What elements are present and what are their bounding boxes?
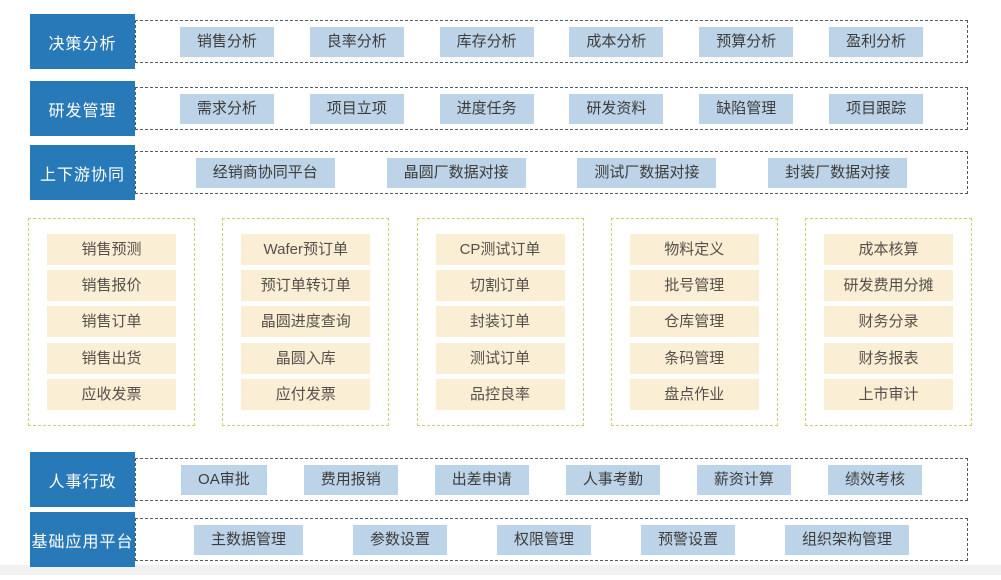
module-chip: 盈利分析 [829,26,924,57]
module-chip: 薪资计算 [696,464,791,495]
module-chip: 库存分析 [439,26,534,57]
module-chip: 参数设置 [352,524,447,555]
module-chip: 预订单转订单 [241,270,371,302]
module-chip: 缺陷管理 [699,93,794,124]
module-chip: 预算分析 [699,26,794,57]
module-column-wafer: Wafer预订单 预订单转订单 晶圆进度查询 晶圆入库 应付发票 [222,218,390,426]
module-chip: 财务分录 [824,306,953,338]
module-chip: 销售预测 [47,234,176,266]
module-chip: 主数据管理 [193,524,303,555]
module-chip: 销售出货 [47,342,176,374]
module-column-sales: 销售预测 销售报价 销售订单 销售出货 应收发票 [28,218,195,426]
module-chip: 品控良率 [435,378,565,410]
module-chip: 仓库管理 [629,306,759,338]
module-column-finance: 成本核算 研发费用分摊 财务分录 财务报表 上市审计 [805,218,972,426]
module-column-orders: CP测试订单 切割订单 封装订单 测试订单 品控良率 [416,218,584,426]
module-matrix: 销售预测 销售报价 销售订单 销售出货 应收发票 Wafer预订单 预订单转订单… [28,218,972,426]
module-chip: 封装厂数据对接 [768,157,908,188]
module-chip: 需求分析 [179,93,274,124]
module-chip: 销售报价 [47,270,176,302]
module-column-materials: 物料定义 批号管理 仓库管理 条码管理 盘点作业 [610,218,778,426]
module-chip: 封装订单 [435,306,565,338]
module-chip: 财务报表 [824,342,953,374]
band-box: OA审批 费用报销 出差申请 人事考勤 薪资计算 绩效考核 [135,458,968,501]
module-chip: CP测试订单 [435,234,565,266]
module-chip: 上市审计 [824,378,953,410]
module-chip: 权限管理 [496,524,591,555]
module-chip: 条码管理 [629,342,759,374]
module-chip: 经销商协同平台 [195,157,335,188]
band-supply-chain-collab: 上下游协同 经销商协同平台 晶圆厂数据对接 测试厂数据对接 封装厂数据对接 [30,145,968,200]
module-chip: OA审批 [181,464,267,495]
band-box: 销售分析 良率分析 库存分析 成本分析 预算分析 盈利分析 [135,20,968,63]
band-label-base-platform: 基础应用平台 [30,512,135,567]
band-box: 需求分析 项目立项 进度任务 研发资料 缺陷管理 项目跟踪 [135,87,968,130]
module-chip: 切割订单 [435,270,565,302]
band-hr-admin: 人事行政 OA审批 费用报销 出差申请 人事考勤 薪资计算 绩效考核 [30,452,968,507]
module-chip: 销售订单 [47,306,176,338]
band-box: 经销商协同平台 晶圆厂数据对接 测试厂数据对接 封装厂数据对接 [135,151,968,194]
module-chip: 应付发票 [241,378,371,410]
band-decision-analysis: 决策分析 销售分析 良率分析 库存分析 成本分析 预算分析 盈利分析 [30,14,968,69]
band-label-hr-admin: 人事行政 [30,452,135,507]
module-chip: 项目跟踪 [829,93,924,124]
module-chip: 晶圆进度查询 [241,306,371,338]
module-chip: 预警设置 [640,524,735,555]
module-chip: 出差申请 [434,464,529,495]
module-chip: 应收发票 [47,378,176,410]
module-chip: 进度任务 [439,93,534,124]
band-label-supply-chain-collab: 上下游协同 [30,145,135,200]
module-chip: 批号管理 [629,270,759,302]
band-base-platform: 基础应用平台 主数据管理 参数设置 权限管理 预警设置 组织架构管理 [30,512,968,567]
footer-strip [0,565,1001,575]
module-chip: 组织架构管理 [784,524,909,555]
module-chip: 良率分析 [309,26,404,57]
module-chip: 测试订单 [435,342,565,374]
module-chip: 测试厂数据对接 [577,157,717,188]
band-box: 主数据管理 参数设置 权限管理 预警设置 组织架构管理 [135,518,968,561]
module-chip: 销售分析 [179,26,274,57]
module-chip: 物料定义 [629,234,759,266]
band-rd-management: 研发管理 需求分析 项目立项 进度任务 研发资料 缺陷管理 项目跟踪 [30,81,968,136]
module-chip: 成本分析 [569,26,664,57]
module-chip: 项目立项 [309,93,404,124]
module-chip: 晶圆入库 [241,342,371,374]
module-chip: 费用报销 [303,464,398,495]
band-label-rd-management: 研发管理 [30,81,135,136]
module-chip: 绩效考核 [827,464,922,495]
module-chip: 盘点作业 [629,378,759,410]
module-chip: 研发费用分摊 [824,270,953,302]
module-chip: Wafer预订单 [241,234,371,266]
module-chip: 研发资料 [569,93,664,124]
module-chip: 晶圆厂数据对接 [386,157,526,188]
band-label-decision-analysis: 决策分析 [30,14,135,69]
module-chip: 成本核算 [824,234,953,266]
module-chip: 人事考勤 [565,464,660,495]
